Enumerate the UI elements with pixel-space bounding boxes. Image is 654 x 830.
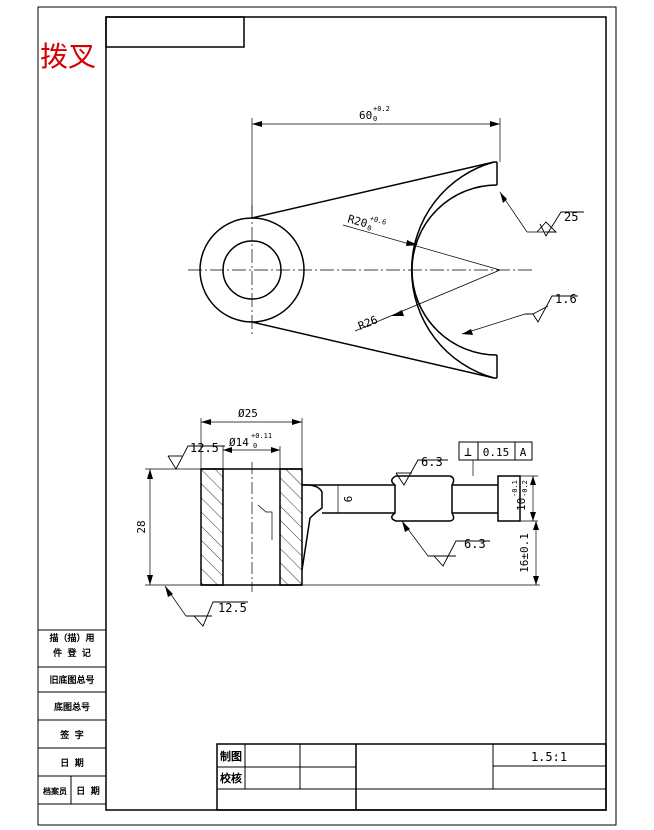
dim-10-tol-upper: -0.1 [511, 480, 519, 497]
side-table-row6a: 档案员 [43, 786, 67, 796]
dim-16-value: 16±0.1 [518, 533, 531, 573]
part-name: 拨叉 [40, 40, 96, 73]
dim-r20-leader [342, 224, 501, 271]
side-table-row5: 日 期 [60, 757, 83, 769]
dim-r20-value: R20 [346, 212, 369, 230]
dim-60-tol-upper: +0.2 [373, 105, 390, 113]
title-block [216, 743, 607, 811]
side-table [38, 629, 106, 805]
dim-r20-tol-lower: 0 [366, 224, 372, 233]
roughness-1-6-leader [461, 313, 526, 335]
side-table-labels: 描（描）用 件 登 记 旧底图总号 底图总号 签 字 日 期 档案员 日 期 [43, 632, 100, 797]
roughness-bottom-value: 12.5 [218, 601, 247, 615]
inner-frame [105, 16, 607, 811]
dim-28-value: 28 [135, 520, 148, 533]
dim-60-tol-lower: 0 [373, 115, 377, 123]
drawing-scale: 1.5:1 [531, 750, 567, 764]
roughness-fork-top-symbol [395, 459, 448, 486]
roughness-top-value: 12.5 [190, 441, 219, 455]
outer-frame [37, 6, 617, 826]
dim-d14-tol-upper: +0.11 [251, 432, 272, 440]
fork-end-block [497, 475, 521, 522]
fork-inner-arc [411, 184, 498, 356]
gdt-tolerance: 0.15 [483, 446, 510, 459]
hub-right-wall [279, 468, 303, 586]
hub-left-wall [200, 468, 224, 586]
side-table-row2: 旧底图总号 [49, 674, 94, 686]
section-view: 6 Ø25 Ø14 +0.11 0 28 12.5 [135, 407, 540, 627]
dim-d14-value: Ø14 [229, 436, 249, 449]
roughness-fork-top-value: 6.3 [421, 455, 443, 469]
gdt-frame: ⊥ 0.15 A [458, 441, 533, 461]
arm-lower-edge [251, 321, 495, 379]
gdt-datum: A [520, 446, 527, 459]
roughness-fork-bottom-symbol [433, 540, 490, 567]
side-table-row4: 签 字 [59, 729, 83, 741]
roughness-1-6-symbol [525, 295, 578, 323]
top-view: 60 +0.2 0 R20 +0.6 0 R26 25 1.6 [188, 105, 584, 379]
dim-d14-tol-lower: 0 [253, 442, 257, 450]
dim-slot-value: 6 [342, 496, 355, 503]
arm-upper-edge [251, 161, 495, 219]
dim-60-value: 60 [359, 109, 372, 122]
roughness-1-6-value: 1.6 [555, 292, 577, 306]
gdt-symbol: ⊥ [464, 445, 472, 460]
hub-bore-circle [222, 240, 282, 300]
roughness-top-symbol [167, 445, 225, 470]
dim-r26-leader [354, 269, 501, 332]
dim-r26-value: R26 [356, 313, 379, 332]
side-table-row1-line2: 件 登 记 [53, 647, 91, 659]
dim-d25-value: Ø25 [238, 407, 258, 420]
checked-by-label: 校核 [220, 771, 242, 785]
roughness-25-value: 25 [564, 210, 578, 224]
arm-profile [301, 484, 323, 571]
roughness-fork-bottom-value: 6.3 [464, 537, 486, 551]
dim-10-value: 10 [515, 498, 528, 511]
side-table-row3: 底图总号 [54, 701, 90, 713]
side-table-row1-line1: 描（描）用 [49, 632, 94, 644]
roughness-25-symbol [536, 221, 558, 233]
dim-10-tol-lower: -0.2 [521, 480, 529, 497]
top-left-code-box [105, 16, 245, 48]
side-table-row6b: 日 期 [76, 785, 99, 797]
roughness-bottom-symbol [193, 601, 248, 627]
drawn-by-label: 制图 [220, 749, 242, 763]
fork-end-profile [391, 475, 455, 522]
